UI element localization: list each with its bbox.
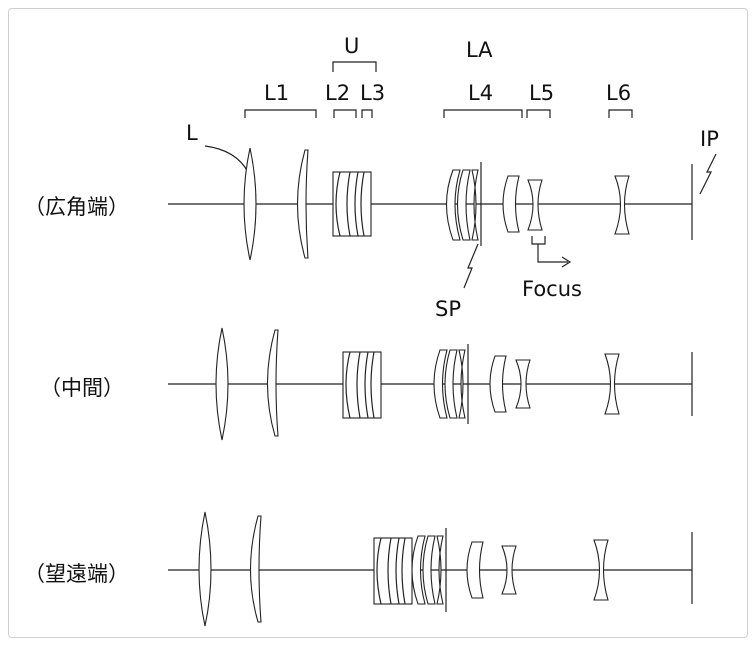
- lens-l6-middle: [604, 353, 620, 415]
- leader-ip: [699, 153, 717, 195]
- bracket-l4: [443, 109, 523, 118]
- row-label-middle: （中間）: [40, 376, 124, 400]
- lens-l4a-wide: [446, 169, 461, 241]
- lens-l5-wide: [527, 179, 543, 231]
- label-la: LA: [466, 38, 493, 62]
- label-sp: SP: [435, 297, 461, 321]
- row-label-wide: （広角端）: [24, 195, 129, 219]
- lens-l4d-tele: [466, 541, 484, 599]
- label-l3: L3: [360, 81, 385, 105]
- label-ip: IP: [700, 127, 719, 151]
- focus-bracket: [531, 236, 546, 245]
- lens-l1a-tele: [198, 511, 212, 627]
- lens-l4c-middle: [458, 349, 466, 419]
- lens-l4c-wide: [471, 169, 479, 241]
- lens-l6-tele: [593, 539, 609, 601]
- label-u: U: [344, 34, 359, 58]
- lens-l4a-tele: [411, 535, 426, 605]
- label-l6: L6: [606, 81, 631, 105]
- label-l1: L1: [264, 81, 289, 105]
- bracket-l5: [526, 109, 551, 118]
- lens-l6-wide: [614, 175, 630, 235]
- diagram-frame: [8, 8, 748, 638]
- lens-l4b-tele: [422, 535, 436, 605]
- row-tele: [168, 511, 693, 627]
- label-l: L: [186, 121, 198, 145]
- bracket-l6: [608, 109, 633, 118]
- lens-l5-middle: [515, 359, 531, 409]
- lens-l4d-wide: [502, 175, 520, 233]
- focus-arrow-line: [537, 244, 568, 263]
- label-l4: L4: [468, 81, 493, 105]
- lens-l1b-wide: [297, 149, 309, 259]
- label-focus: Focus: [522, 277, 582, 301]
- lens-l2-block-tele: [373, 537, 413, 605]
- lens-l5-tele: [501, 545, 517, 595]
- row-middle: [168, 327, 693, 441]
- row-wide: [168, 147, 693, 261]
- lens-l1a-wide: [243, 147, 257, 261]
- bracket-l3: [361, 109, 373, 118]
- lens-l4d-middle: [489, 355, 507, 413]
- lens-l4b-middle: [444, 349, 458, 419]
- focus-arrow-head: [561, 256, 572, 268]
- row-label-tele: （望遠端）: [24, 562, 129, 586]
- lens-l1b-tele: [250, 515, 262, 623]
- leader-l: [204, 145, 249, 173]
- lens-l2-block-wide: [332, 171, 372, 237]
- label-l5: L5: [529, 81, 554, 105]
- leader-sp: [463, 243, 479, 289]
- lens-l1a-middle: [215, 327, 229, 441]
- bracket-u: [332, 61, 377, 72]
- bracket-l1: [244, 109, 317, 118]
- lens-l1b-middle: [267, 329, 279, 437]
- lens-l4b-wide: [457, 169, 471, 241]
- lens-l4a-middle: [433, 349, 448, 419]
- bracket-l2: [333, 109, 357, 118]
- lens-l2-block-middle: [342, 351, 382, 419]
- lens-l4c-tele: [436, 535, 444, 605]
- label-l2: L2: [325, 81, 350, 105]
